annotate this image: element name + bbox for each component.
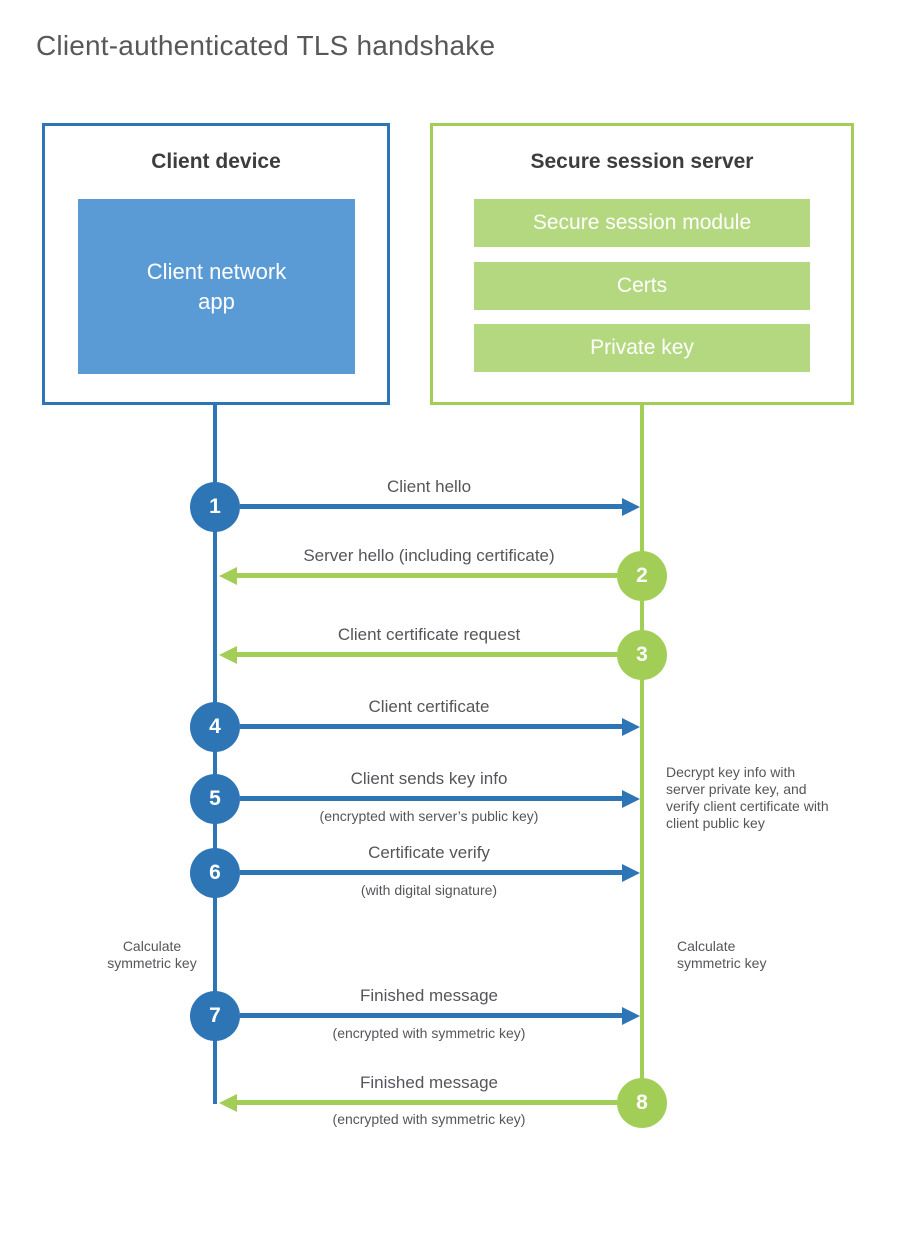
arrow-line: [240, 796, 622, 801]
arrow-head-right-icon: [622, 498, 640, 516]
step-circle-5: 5: [190, 774, 240, 824]
message-label: Client hello: [386, 477, 472, 496]
client-network-app-rect: Client network app: [78, 199, 355, 374]
message-label: Client certificate: [368, 697, 490, 716]
step-circle-8: 8: [617, 1078, 667, 1128]
secure-session-server-box: Secure session server Secure session mod…: [430, 123, 854, 405]
arrow-line: [240, 1013, 622, 1018]
server-module-secure-session: Secure session module: [474, 199, 810, 247]
calculate-symmetric-key-note-right: Calculate symmetric key: [677, 938, 767, 971]
message-label: Finished message: [360, 1073, 498, 1092]
arrow-line: [237, 652, 617, 657]
arrow-head-right-icon: [622, 1007, 640, 1025]
message-label: Server hello (including certificate): [303, 546, 555, 565]
message-sublabel: (with digital signature): [360, 882, 498, 898]
secure-session-server-title: Secure session server: [530, 150, 754, 173]
page-title: Client-authenticated TLS handshake: [36, 30, 496, 61]
step-circle-4: 4: [190, 702, 240, 752]
client-lifeline: [213, 404, 217, 1104]
message-label: Certificate verify: [368, 843, 490, 862]
step-circle-6: 6: [190, 848, 240, 898]
step-circle-1: 1: [190, 482, 240, 532]
step-circle-7: 7: [190, 991, 240, 1041]
arrow-line: [240, 870, 622, 875]
server-module-certs: Certs: [474, 262, 810, 310]
arrow-head-right-icon: [622, 718, 640, 736]
message-label: Client certificate request: [337, 625, 521, 644]
arrow-line: [240, 724, 622, 729]
message-label: Client sends key info: [350, 769, 508, 788]
client-network-app-label: Client network app: [146, 258, 287, 314]
message-sublabel: (encrypted with symmetric key): [332, 1111, 526, 1127]
step-circle-3: 3: [617, 630, 667, 680]
arrow-head-left-icon: [219, 567, 237, 585]
arrow-line: [237, 573, 617, 578]
arrow-head-left-icon: [219, 646, 237, 664]
message-label: Finished message: [360, 986, 498, 1005]
message-sublabel: (encrypted with server’s public key): [319, 808, 539, 824]
server-module-private-key: Private key: [474, 324, 810, 372]
arrow-head-left-icon: [219, 1094, 237, 1112]
step-circle-2: 2: [617, 551, 667, 601]
calculate-symmetric-key-note-left: Calculate symmetric key: [107, 938, 197, 971]
arrow-line: [237, 1100, 617, 1105]
client-device-box: Client device Client network app: [42, 123, 390, 405]
client-device-title: Client device: [151, 150, 281, 173]
message-sublabel: (encrypted with symmetric key): [332, 1025, 526, 1041]
arrow-head-right-icon: [622, 790, 640, 808]
arrow-line: [240, 504, 622, 509]
arrow-head-right-icon: [622, 864, 640, 882]
server-lifeline: [640, 404, 644, 1104]
decrypt-note: Decrypt key info with server private key…: [666, 764, 829, 831]
